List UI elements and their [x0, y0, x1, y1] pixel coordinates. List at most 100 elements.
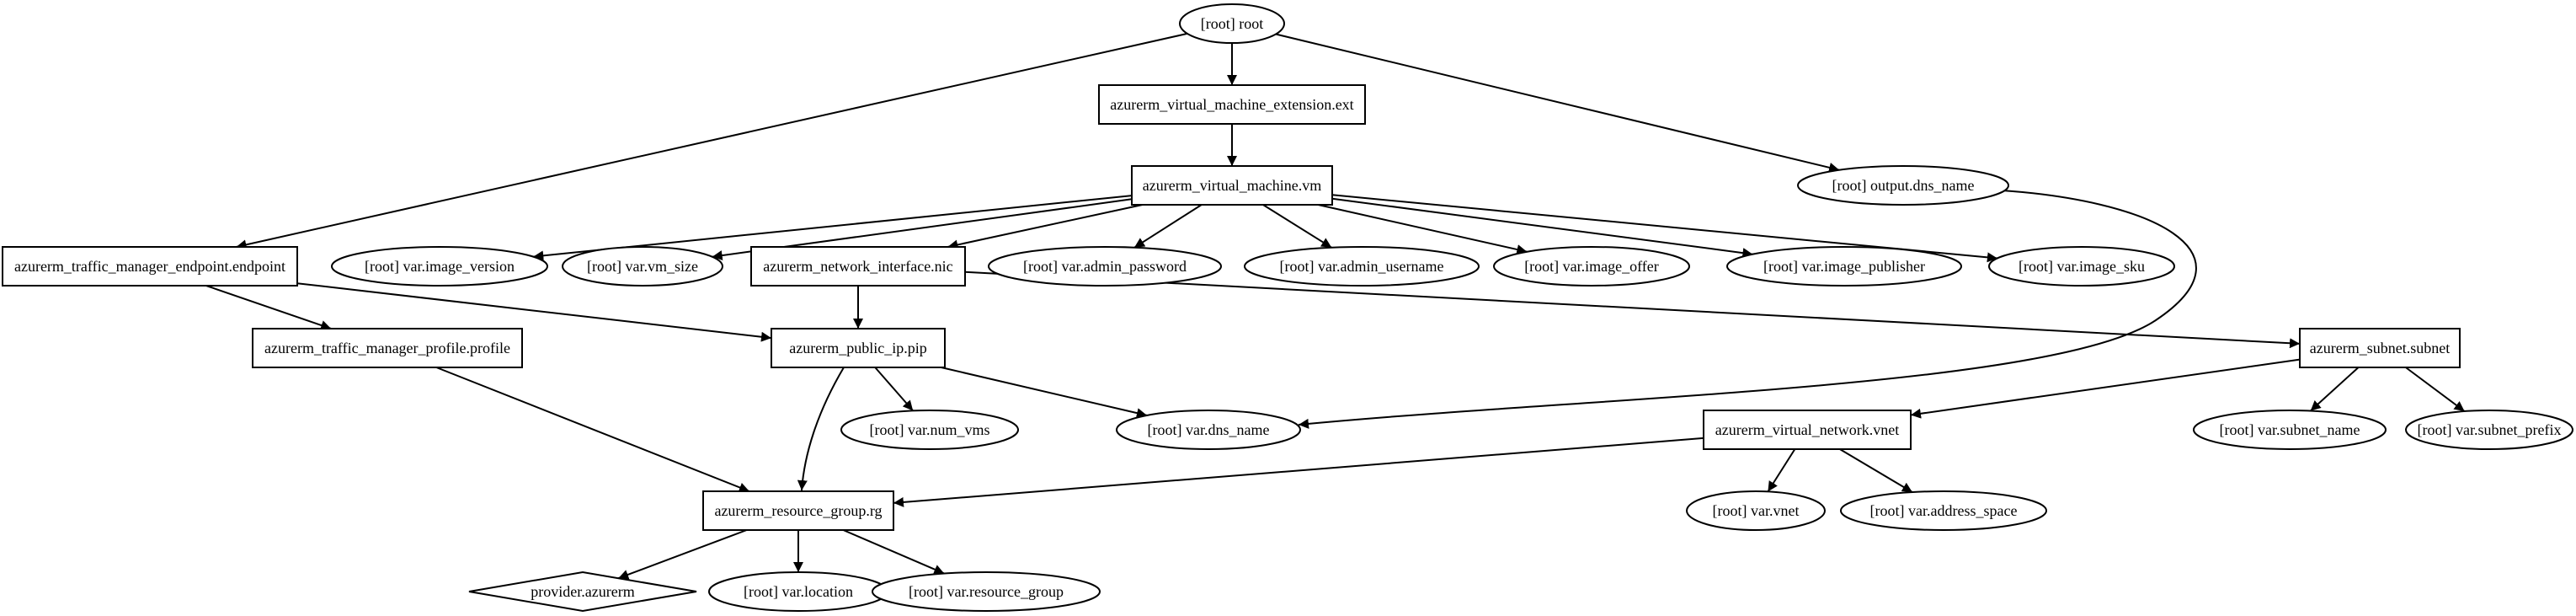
node-label: provider.azurerm [531, 583, 634, 600]
node-shape-box [702, 490, 894, 531]
node-label: [root] var.image_offer [1524, 258, 1659, 275]
node-shape-ellipse [1493, 246, 1690, 287]
node-shape-box [1703, 410, 1912, 450]
node-shape-ellipse [2193, 410, 2387, 450]
node-label: azurerm_virtual_network.vnet [1715, 421, 1899, 438]
edge-subnet-to-subnet-name [2310, 367, 2360, 412]
node-label: [root] var.admin_password [1023, 258, 1187, 275]
node-shape-ellipse [1988, 246, 2175, 287]
edge-tm-profile-to-rg [435, 367, 750, 493]
edge-rg-to-provider [617, 529, 748, 580]
node-shape-ellipse [1797, 165, 2009, 206]
node-image-offer: [root] var.image_offer [1493, 246, 1690, 287]
node-vnet: azurerm_virtual_network.vnet [1703, 410, 1912, 450]
node-admin-username: [root] var.admin_username [1244, 246, 1480, 287]
node-label: [root] var.image_version [365, 258, 515, 275]
edge-vm-to-admin-username [1262, 204, 1332, 249]
node-shape-box [2299, 328, 2461, 368]
node-label: [root] var.location [744, 583, 853, 600]
edge-vm-to-image-offer [1318, 204, 1528, 254]
node-subnet: azurerm_subnet.subnet [2299, 328, 2461, 368]
edge-root-to-tm-endpoint [236, 32, 1188, 250]
node-nic: azurerm_network_interface.nic [750, 246, 966, 287]
edge-vnet-to-var-vnet [1767, 448, 1796, 492]
edges-layer [205, 32, 2466, 580]
node-image-sku: [root] var.image_sku [1988, 246, 2175, 287]
node-address-space: [root] var.address_space [1840, 490, 2047, 531]
node-location: [root] var.location [708, 571, 888, 612]
node-root: [root] root [1179, 3, 1285, 44]
edge-vm-to-image-publisher [1331, 197, 1753, 259]
node-out-dns: [root] output.dns_name [1797, 165, 2009, 206]
node-vm-size: [root] var.vm_size [562, 246, 723, 287]
edge-nic-to-subnet [964, 271, 2301, 349]
node-pip: azurerm_public_ip.pip [771, 328, 946, 368]
node-label: azurerm_virtual_machine_extension.ext [1110, 96, 1353, 113]
nodes-layer: [root] root azurerm_virtual_machine_exten… [2, 3, 2573, 613]
node-image-publisher: [root] var.image_publisher [1726, 246, 1962, 287]
node-label: [root] root [1201, 15, 1263, 32]
node-label: [root] var.resource_group [909, 583, 1064, 600]
node-shape-box [1098, 84, 1366, 125]
edge-out-dns-to-dns-name [1298, 189, 2197, 429]
node-tm-profile: azurerm_traffic_manager_profile.profile [252, 328, 523, 368]
node-label: [root] var.image_sku [2019, 258, 2145, 275]
node-shape-ellipse [988, 246, 1222, 287]
node-shape-ellipse [331, 246, 548, 287]
node-label: azurerm_public_ip.pip [789, 340, 926, 356]
node-label: azurerm_subnet.subnet [2310, 340, 2450, 356]
node-label: [root] var.num_vms [870, 421, 990, 438]
node-tm-endpoint: azurerm_traffic_manager_endpoint.endpoin… [2, 246, 298, 287]
node-label: azurerm_virtual_machine.vm [1143, 177, 1321, 194]
edge-vnet-to-rg [893, 437, 1704, 507]
node-shape-box [771, 328, 946, 368]
node-label: [root] var.dns_name [1148, 421, 1270, 438]
edge-vm-to-admin-password [1133, 204, 1203, 249]
edge-vm-to-nic [947, 204, 1143, 250]
node-num-vms: [root] var.num_vms [840, 410, 1019, 450]
node-label: [root] var.subnet_name [2220, 421, 2360, 438]
edge-vnet-to-address-space [1839, 448, 1913, 493]
node-label: [root] var.subnet_prefix [2418, 421, 2562, 438]
node-shape-ellipse [840, 410, 1019, 450]
edge-root-to-out-dns [1275, 33, 1840, 173]
edge-tm-endpoint-to-pip [296, 282, 772, 342]
node-label: azurerm_traffic_manager_profile.profile [264, 340, 510, 356]
node-label: azurerm_traffic_manager_endpoint.endpoin… [14, 258, 285, 275]
node-shape-ellipse [872, 571, 1101, 612]
node-shape-ellipse [1179, 3, 1285, 44]
edge-subnet-to-vnet [1910, 358, 2301, 419]
node-label: [root] var.vm_size [587, 258, 698, 275]
edge-subnet-to-subnet-prefix [2405, 367, 2466, 412]
node-ext: azurerm_virtual_machine_extension.ext [1098, 84, 1366, 125]
node-admin-password: [root] var.admin_password [988, 246, 1222, 287]
node-label: [root] var.address_space [1870, 502, 2018, 519]
node-shape-ellipse [2405, 410, 2573, 450]
node-subnet-prefix: [root] var.subnet_prefix [2405, 410, 2573, 450]
node-subnet-name: [root] var.subnet_name [2193, 410, 2387, 450]
edge-pip-to-rg [797, 367, 845, 491]
node-shape-ellipse [1244, 246, 1480, 287]
node-rg: azurerm_resource_group.rg [702, 490, 894, 531]
node-var-vnet: [root] var.vnet [1686, 490, 1826, 531]
edge-tm-endpoint-to-tm-profile [205, 285, 332, 330]
node-provider: provider.azurerm [468, 570, 697, 613]
edge-pip-to-num-vms [874, 367, 914, 412]
node-shape-ellipse [1726, 246, 1962, 287]
node-shape-box [2, 246, 298, 287]
node-vm: azurerm_virtual_machine.vm [1131, 165, 1333, 206]
node-resource-group: [root] var.resource_group [872, 571, 1101, 612]
node-label: [root] var.admin_username [1280, 258, 1444, 275]
edge-rg-to-resource-group [843, 529, 945, 575]
edge-pip-to-dns-name [941, 367, 1148, 419]
node-shape-box [1131, 165, 1333, 206]
node-label: azurerm_resource_group.rg [714, 502, 882, 519]
node-shape-diamond [468, 570, 697, 613]
node-image-version: [root] var.image_version [331, 246, 548, 287]
node-label: [root] var.image_publisher [1763, 258, 1925, 275]
node-shape-ellipse [1686, 490, 1826, 531]
node-shape-box [252, 328, 523, 368]
node-shape-ellipse [562, 246, 723, 287]
node-label: azurerm_network_interface.nic [763, 258, 952, 275]
